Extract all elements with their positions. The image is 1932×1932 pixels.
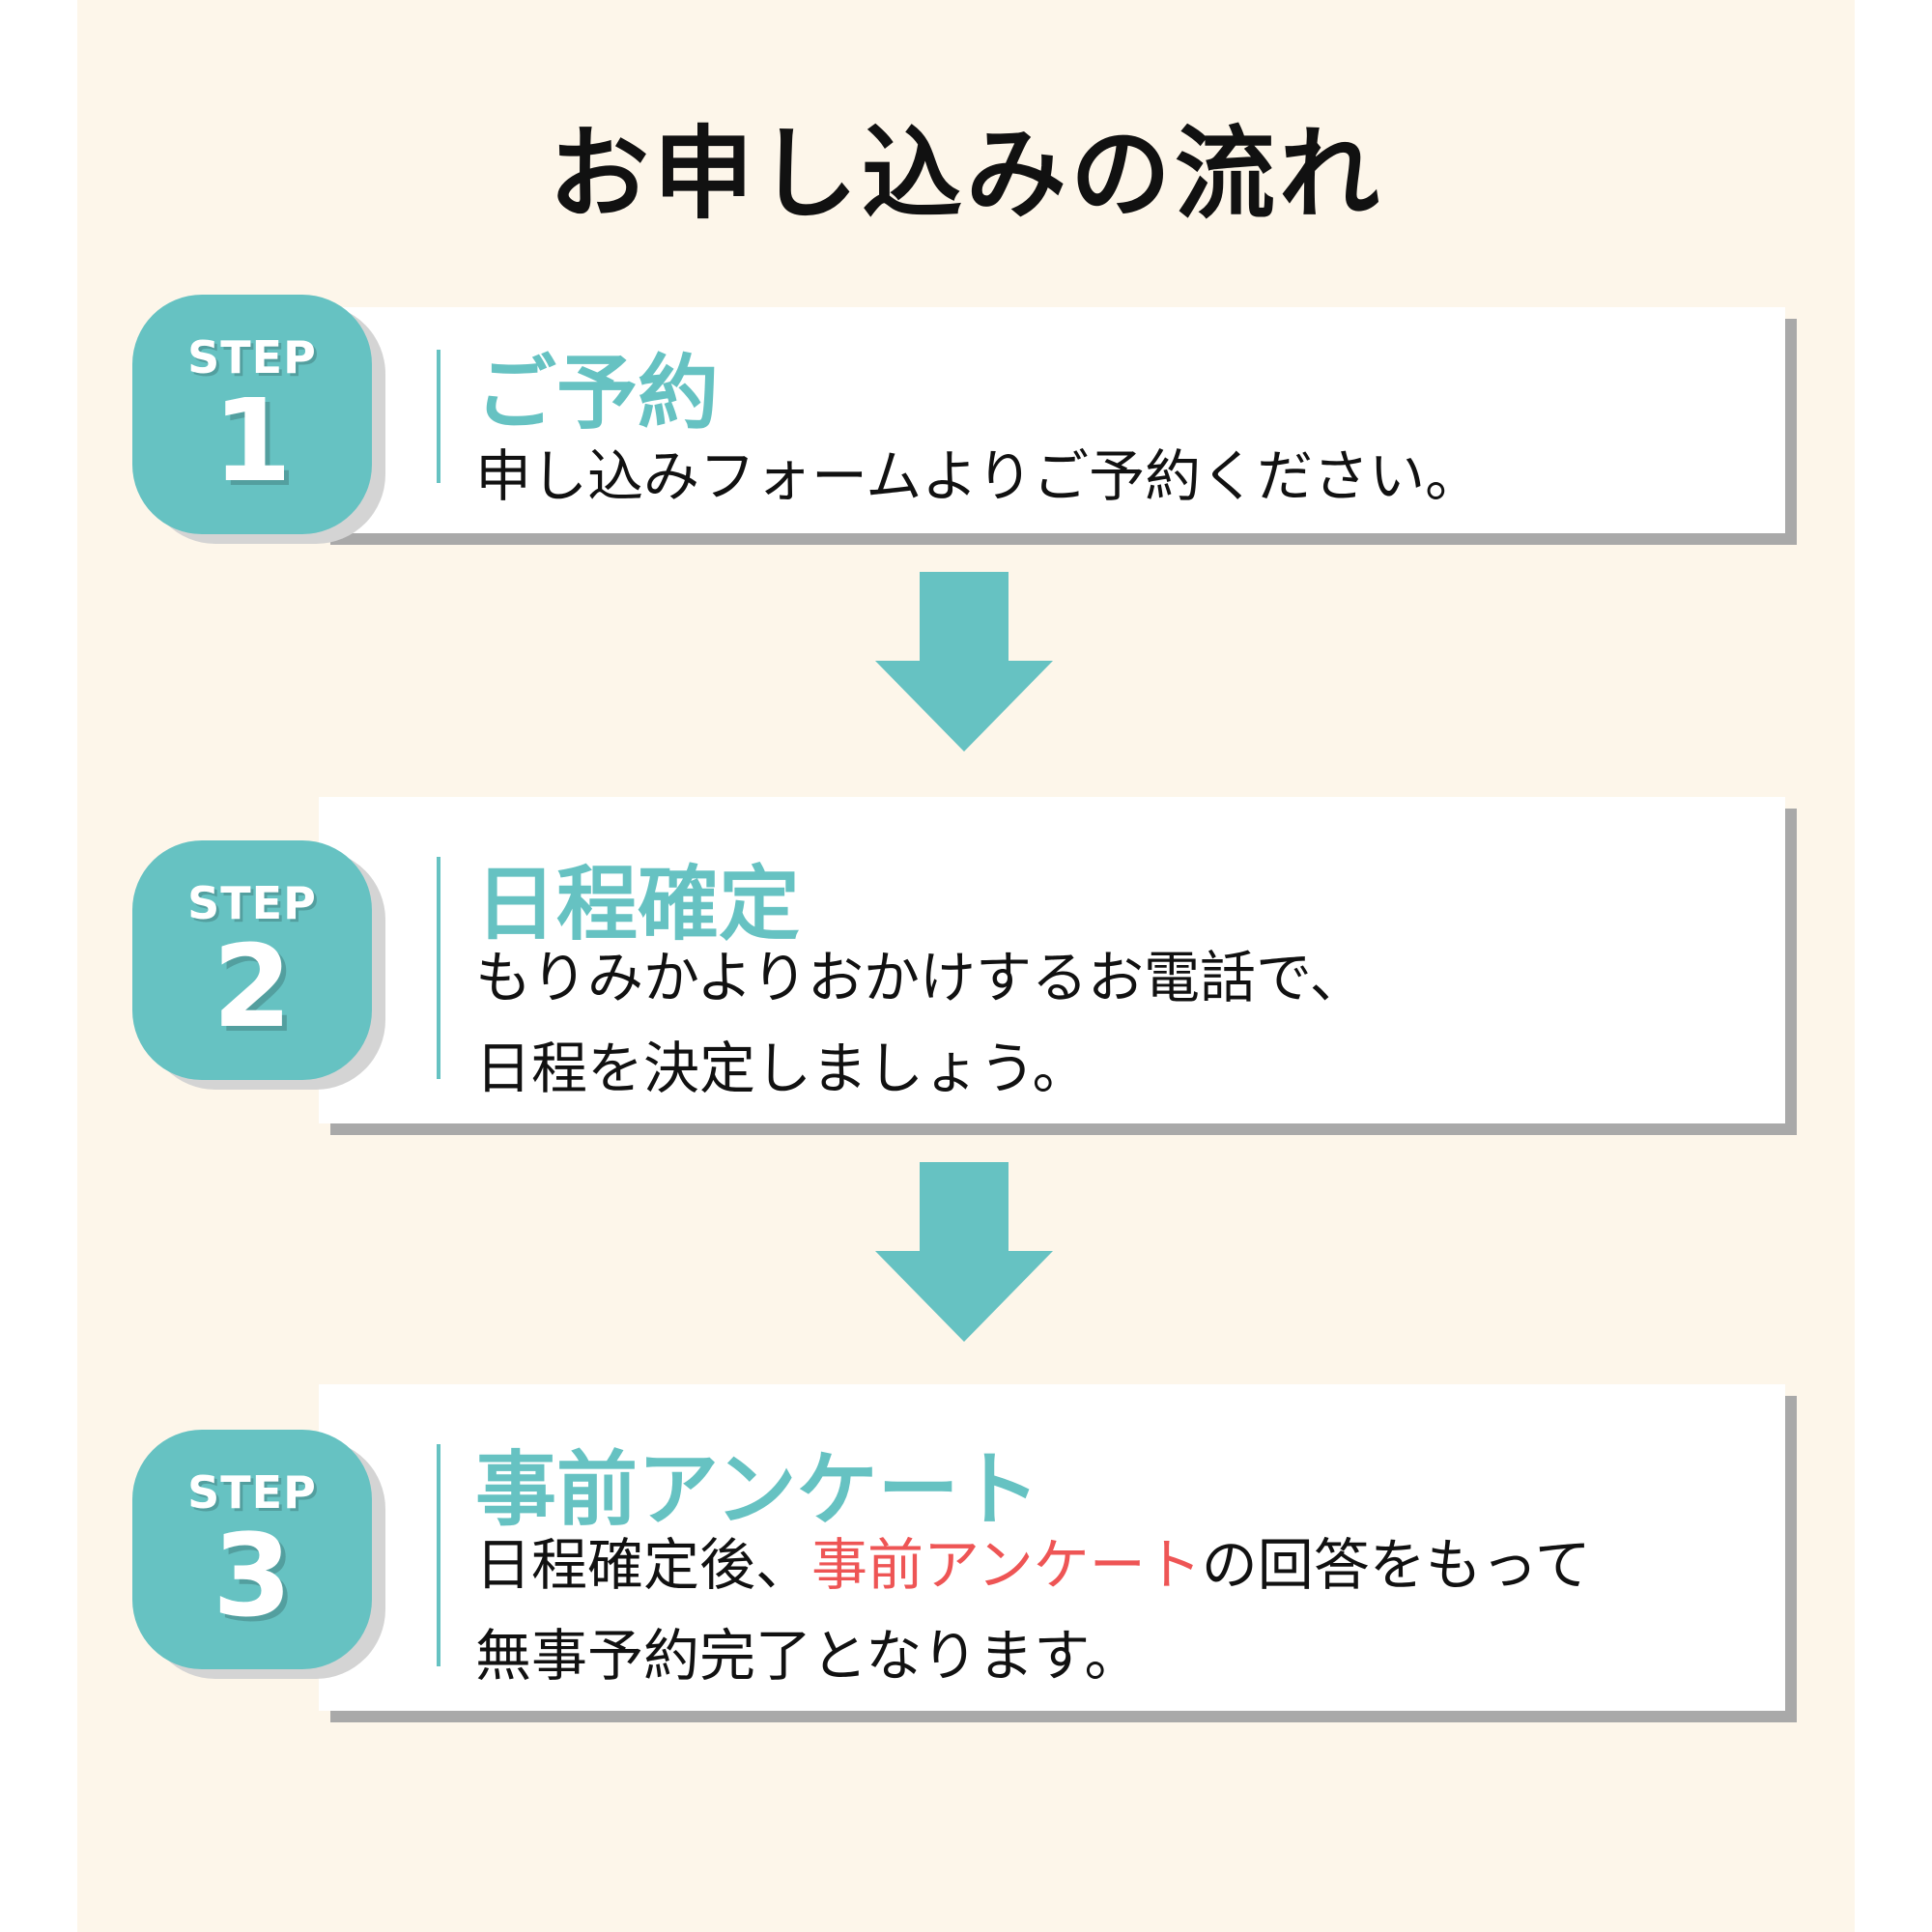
step-3-divider (437, 1444, 440, 1666)
step-2-description: もりみかよりおかけするお電話で、 日程を決定しましょう。 (475, 932, 1366, 1114)
step-3-label: STEP (187, 1466, 317, 1519)
step-2-divider (437, 857, 440, 1079)
flow-panel: お申し込みの流れ ご予約 申し込みフォームよりご予約ください。 STEP 1 日… (77, 0, 1855, 1932)
step-2-number: 2 (212, 920, 293, 1053)
step-2-label: STEP (187, 877, 317, 929)
step-3-badge: STEP 3 (132, 1430, 372, 1669)
step-3-line-1: 日程確定後、事前アンケートの回答をもって (475, 1520, 1591, 1610)
step-3-description: 日程確定後、事前アンケートの回答をもって 無事予約完了となります。 (475, 1520, 1591, 1701)
step-2-card: 日程確定 もりみかよりおかけするお電話で、 日程を決定しましょう。 (319, 797, 1785, 1123)
step-3-line-1-pre: 日程確定後、 (475, 1532, 812, 1598)
step-2-line-1: もりみかよりおかけするお電話で、 (475, 945, 1366, 1010)
step-1-badge: STEP 1 (132, 295, 372, 534)
step-1-line-1: 申し込みフォームよりご予約ください。 (475, 443, 1482, 509)
down-arrow-icon (875, 1162, 1053, 1342)
step-1-heading: ご予約 (475, 346, 720, 440)
step-3-highlight: 事前アンケート (811, 1532, 1202, 1598)
step-2-badge: STEP 2 (132, 840, 372, 1080)
step-3-card: 事前アンケート 日程確定後、事前アンケートの回答をもって 無事予約完了となります… (319, 1384, 1785, 1711)
step-2-line-2: 日程を決定しましょう。 (475, 1036, 1089, 1101)
step-1-number: 1 (212, 374, 293, 507)
step-3-number: 3 (212, 1509, 293, 1642)
step-3-heading: 事前アンケート (475, 1442, 1040, 1537)
down-arrow-icon (875, 572, 1053, 752)
step-1-label: STEP (187, 331, 317, 384)
step-3-line-1-post: の回答をもって (1201, 1532, 1591, 1598)
step-1-divider (437, 350, 440, 483)
page-title: お申し込みの流れ (548, 115, 1383, 233)
step-1-card: ご予約 申し込みフォームよりご予約ください。 (319, 307, 1785, 533)
step-1-description: 申し込みフォームよりご予約ください。 (475, 431, 1481, 522)
step-2-heading: 日程確定 (475, 857, 801, 952)
step-3-line-2: 無事予約完了となります。 (475, 1623, 1141, 1689)
